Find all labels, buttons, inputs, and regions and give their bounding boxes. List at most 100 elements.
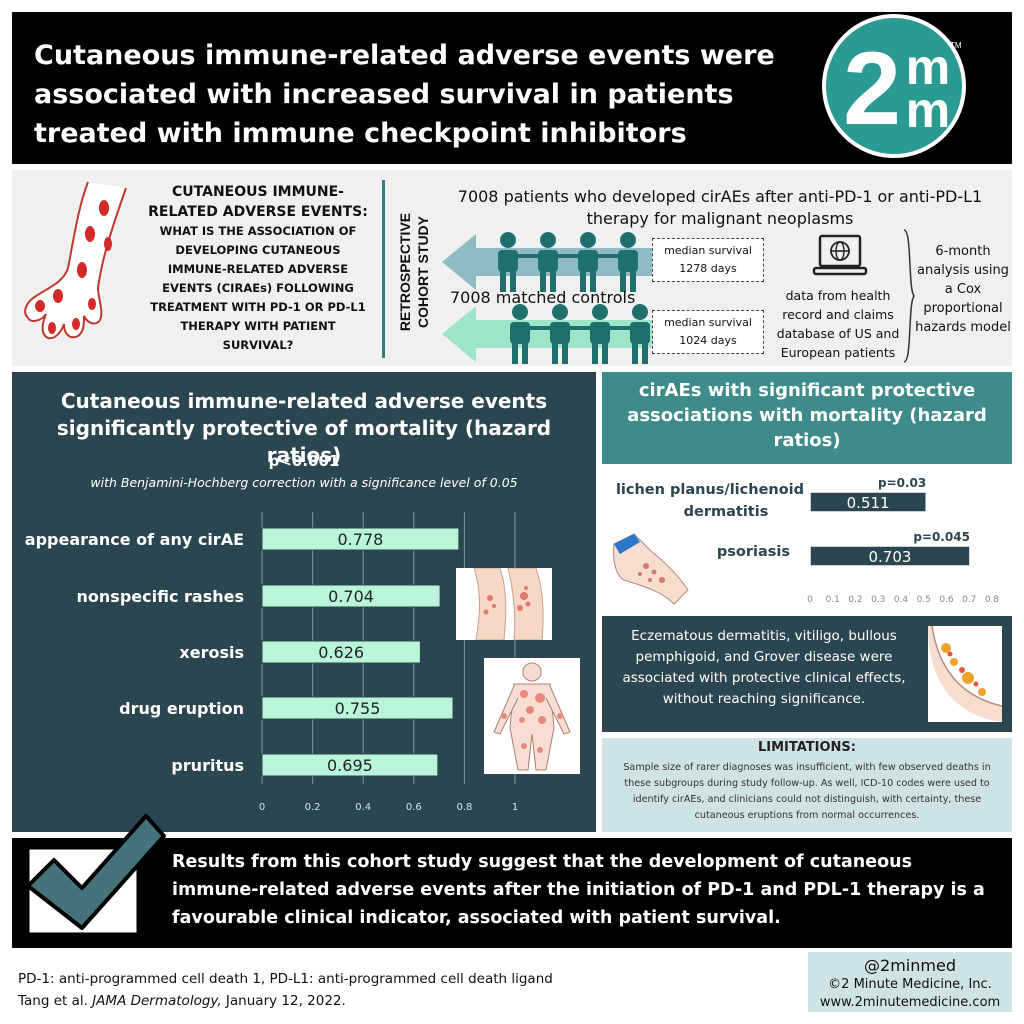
x-tick-label: 0.4: [894, 595, 909, 605]
x-tick-label: 0.6: [939, 595, 954, 605]
controls-survival-value: 1024 days: [679, 334, 737, 347]
controls-survival-label: median survival: [664, 316, 752, 329]
x-tick-label: 0.7: [962, 595, 976, 605]
arm-with-rash-icon: [24, 181, 127, 340]
citation-journal: JAMA Dermatology,: [92, 993, 222, 1009]
x-tick-label: 0.3: [871, 595, 885, 605]
controls-arrow-icon: [442, 306, 652, 362]
x-tick-label: 0: [259, 802, 265, 813]
data-source: data from health record and claims datab…: [776, 288, 900, 360]
bar: [261, 527, 460, 551]
bar-value-label: 0.755: [335, 699, 381, 718]
logo-letter-bottom: m: [906, 82, 950, 138]
category-label: nonspecific rashes: [77, 587, 244, 606]
category-label: dermatitis: [684, 504, 769, 520]
bar: [261, 584, 441, 608]
laptop-globe-icon: [812, 234, 868, 276]
category-label: drug eruption: [119, 699, 244, 718]
x-tick-label: 0.6: [406, 802, 422, 813]
x-tick-label: 0.8: [456, 802, 472, 813]
bar-value-label: 0.511: [847, 494, 890, 512]
x-tick-label: 0.4: [355, 802, 371, 813]
social-handle: @2minmed: [864, 956, 956, 975]
non-significant-text: Eczematous dermatitis, vitiligo, bullous…: [622, 628, 906, 707]
non-significant-panel: Eczematous dermatitis, vitiligo, bullous…: [602, 616, 1012, 732]
x-tick-label: 0.1: [826, 595, 840, 605]
controls-people-group-icon: [510, 304, 650, 364]
divider: [382, 180, 385, 358]
study-type-line2: COHORT STUDY: [415, 215, 431, 328]
cases-survival-box: median survival 1278 days: [652, 238, 764, 282]
limitations-title: LIMITATIONS:: [757, 740, 856, 755]
conclusion-banner: Results from this cohort study suggest t…: [12, 838, 1012, 948]
x-tick-label: 0.5: [917, 595, 931, 605]
bar: [261, 753, 439, 777]
category-label: xerosis: [179, 643, 244, 662]
copyright: ©2 Minute Medicine, Inc.: [828, 977, 992, 992]
elbow-rash-illustration: [610, 530, 690, 606]
x-tick-label: 0.8: [985, 595, 1000, 605]
significant-panel-header: cirAEs with significant protective assoc…: [602, 372, 1012, 464]
x-tick-label: 0: [807, 595, 813, 605]
logo-letter-top: m: [906, 39, 950, 95]
category-label: lichen planus/lichenoid: [616, 482, 804, 498]
main-chart-p-value: p<0.001: [268, 452, 340, 470]
significant-panel-title: cirAEs with significant protective assoc…: [627, 380, 987, 451]
bar: [261, 640, 421, 664]
bar: [261, 696, 454, 720]
controls-description: 7008 matched controls: [450, 288, 636, 307]
significant-cirae-panel: cirAEs with significant protective assoc…: [602, 372, 1012, 610]
analysis-method: 6-month analysis using a Cox proportiona…: [915, 244, 1011, 335]
study-design-panel: CUTANEOUS IMMUNE-RELATED ADVERSE EVENTS:…: [12, 170, 1012, 366]
footer-references: PD-1: anti-programmed cell death 1, PD-L…: [18, 968, 778, 1012]
significant-hazard-ratio-chart: 0 0.1 0.2 0.3 0.4 0.5 0.6 0.7 0.8 lichen planus/l…: [616, 476, 1000, 605]
abbreviations: PD-1: anti-programmed cell death 1, PD-L…: [18, 971, 553, 987]
bar: [809, 491, 928, 513]
knee-rash-illustration: [456, 568, 552, 640]
conclusion-text: Results from this cohort study suggest t…: [172, 852, 985, 928]
limitations-panel: LIMITATIONS: Sample size of rarer diagno…: [602, 738, 1012, 832]
main-chart-title: Cutaneous immune-related adverse events …: [56, 389, 552, 467]
body-rash-illustration: [484, 658, 580, 774]
bar: [809, 545, 971, 567]
question-heading: CUTANEOUS IMMUNE-RELATED ADVERSE EVENTS:: [148, 184, 368, 220]
website-link[interactable]: www.2minutemedicine.com: [819, 995, 1001, 1010]
bar-value-label: 0.704: [328, 587, 374, 606]
bar-value-label: 0.626: [318, 643, 364, 662]
research-question: CUTANEOUS IMMUNE-RELATED ADVERSE EVENTS:…: [147, 182, 369, 355]
bar-value-label: 0.703: [868, 548, 911, 566]
checkmark-icon: [26, 814, 166, 936]
p-value-annotation: p=0.03: [878, 476, 926, 490]
controls-survival-box: median survival 1024 days: [652, 310, 764, 354]
cases-survival-label: median survival: [664, 244, 752, 257]
brand-footer: @2minmed ©2 Minute Medicine, Inc. www.2m…: [808, 952, 1012, 1012]
logo-numeral: 2: [843, 31, 901, 147]
study-type-line1: RETROSPECTIVE: [397, 213, 413, 331]
page-title: Cutaneous immune-related adverse events …: [34, 40, 775, 149]
x-tick-label: 0.2: [848, 595, 862, 605]
citation: Tang et al. JAMA Dermatology, January 12…: [18, 990, 778, 1012]
hazard-ratio-chart: 0 0.2 0.4 0.6 0.8 1 appearance of any cirAE 0.7…: [25, 512, 518, 813]
main-chart-panel: Cutaneous immune-related adverse events …: [12, 372, 596, 832]
limitations-text: Sample size of rarer diagnoses was insuf…: [623, 762, 991, 821]
brand-logo: 2 m m TM: [822, 14, 966, 158]
x-tick-label: 0.2: [305, 802, 321, 813]
cases-description: 7008 patients who developed cirAEs after…: [457, 187, 983, 228]
cases-survival-value: 1278 days: [679, 262, 737, 275]
brace-icon: [903, 229, 915, 363]
bar-value-label: 0.778: [338, 530, 384, 549]
question-body: WHAT IS THE ASSOCIATION OF DEVELOPING CU…: [150, 224, 366, 352]
logo-circle: [822, 14, 966, 158]
p-value-annotation: p=0.045: [913, 530, 970, 544]
x-tick-label: 1: [512, 802, 518, 813]
category-label: pruritus: [171, 756, 244, 775]
category-label: appearance of any cirAE: [25, 530, 244, 549]
category-label: psoriasis: [717, 544, 790, 560]
bar-value-label: 0.695: [327, 756, 373, 775]
skin-lesion-illustration: [928, 626, 1002, 722]
logo-trademark: TM: [950, 41, 962, 50]
study-type-label: RETROSPECTIVE COHORT STUDY: [397, 213, 431, 331]
main-chart-note: with Benjamini-Hochberg correction with …: [90, 475, 518, 490]
citation-authors: Tang et al.: [18, 993, 93, 1009]
